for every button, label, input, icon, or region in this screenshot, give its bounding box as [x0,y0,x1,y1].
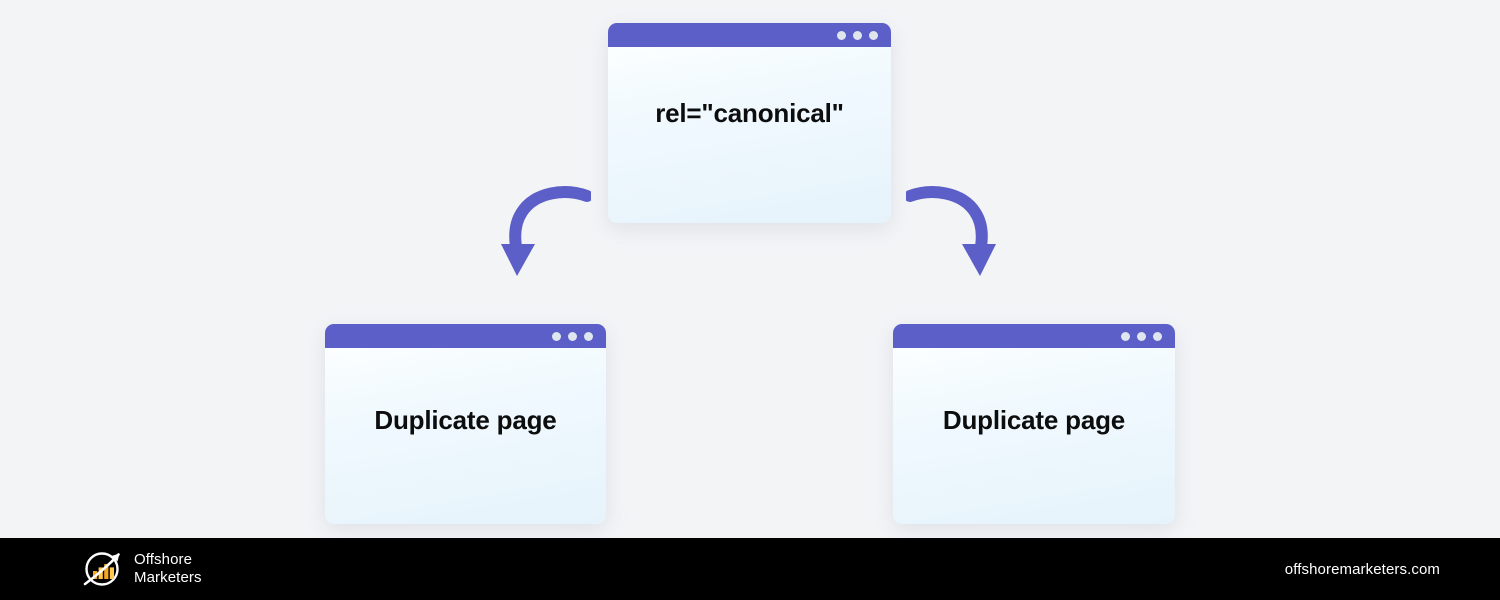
offshore-marketers-logo-icon [83,552,120,586]
window-titlebar [608,23,891,47]
duplicate-window-right: Duplicate page [893,324,1175,524]
footer-website-url: offshoremarketers.com [1284,560,1440,578]
window-dot-icon [1153,331,1162,341]
brand-lockup: Offshore Marketers [80,547,202,591]
duplicate-window-left: Duplicate page [325,324,606,524]
arrow-canonical-to-duplicate-right-icon [906,186,996,276]
duplicate-window-right-label: Duplicate page [942,404,1126,435]
window-content: Duplicate page [325,348,606,524]
window-dot-icon [568,331,577,341]
window-dot-icon [552,331,561,341]
window-dot-icon [869,30,878,40]
window-dot-icon [853,30,862,40]
window-dot-icon [1137,331,1146,341]
window-dot-icon [837,30,846,40]
window-dot-icon [1121,331,1130,341]
window-titlebar [325,324,606,348]
brand-name: Offshore Marketers [134,551,202,588]
arrow-canonical-to-duplicate-left-icon [501,186,591,276]
canonical-window-label: rel="canonical" [655,97,844,128]
brand-name-line-1: Offshore [134,550,193,568]
brand-name-line-2: Marketers [134,569,202,586]
window-titlebar [893,324,1175,348]
window-content: rel="canonical" [608,47,891,223]
window-dot-icon [584,331,593,341]
canonical-window: rel="canonical" [608,23,891,223]
window-content: Duplicate page [893,348,1175,524]
duplicate-window-left-label: Duplicate page [374,404,557,435]
footer-bar: Offshore Marketers offshoremarketers.com [0,538,1500,600]
